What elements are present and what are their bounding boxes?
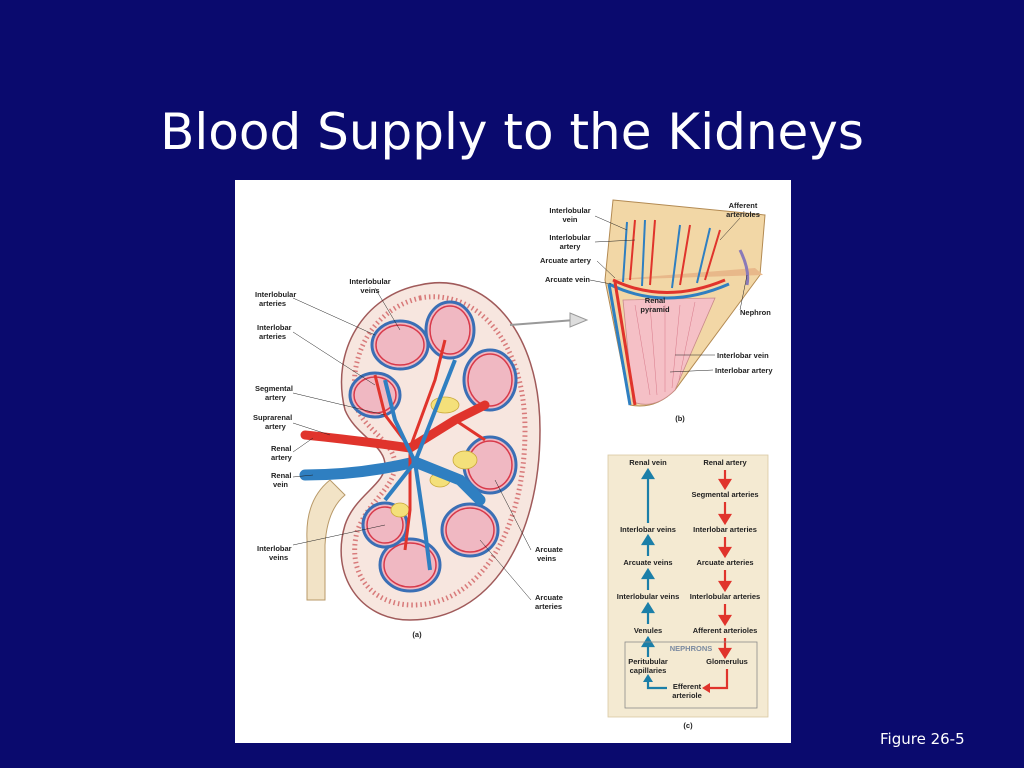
flow-interlobular-arteries: Interlobular arteries	[690, 592, 760, 601]
flow-interlobular-veins: Interlobular veins	[617, 592, 680, 601]
flow-renal-artery: Renal artery	[703, 458, 747, 467]
label-nephron: Nephron	[740, 308, 771, 317]
flow-afferent-arterioles: Afferent arterioles	[693, 626, 758, 635]
flow-arcuate-veins: Arcuate veins	[623, 558, 672, 567]
flow-interlobar-arteries: Interlobar arteries	[693, 525, 757, 534]
label-arcuate-artery: Arcuate artery	[540, 256, 592, 265]
flow-segmental-arteries: Segmental arteries	[691, 490, 758, 499]
flow-renal-vein: Renal vein	[629, 458, 667, 467]
label-interlobar-artery: Interlobar artery	[715, 366, 773, 375]
panel-a-id: (a)	[412, 630, 422, 639]
label-arcuate-vein: Arcuate vein	[545, 275, 590, 284]
blood-flow-chart-c: Renal vein Interlobar veins Arcuate vein…	[607, 454, 769, 730]
nephrons-box	[624, 641, 758, 709]
panel-c-id: (c)	[683, 721, 693, 730]
panel-b-id: (b)	[675, 414, 685, 423]
label-interlobar-vein: Interlobar vein	[717, 351, 769, 360]
figure-reference: Figure 26-5	[880, 730, 965, 748]
flow-interlobar-veins: Interlobar veins	[620, 525, 676, 534]
nephrons-heading: NEPHRONS	[670, 644, 713, 653]
flow-arcuate-arteries: Arcuate arteries	[696, 558, 753, 567]
flow-glomerulus: Glomerulus	[706, 657, 748, 666]
slide-title: Blood Supply to the Kidneys	[160, 103, 864, 161]
flow-venules: Venules	[634, 626, 662, 635]
